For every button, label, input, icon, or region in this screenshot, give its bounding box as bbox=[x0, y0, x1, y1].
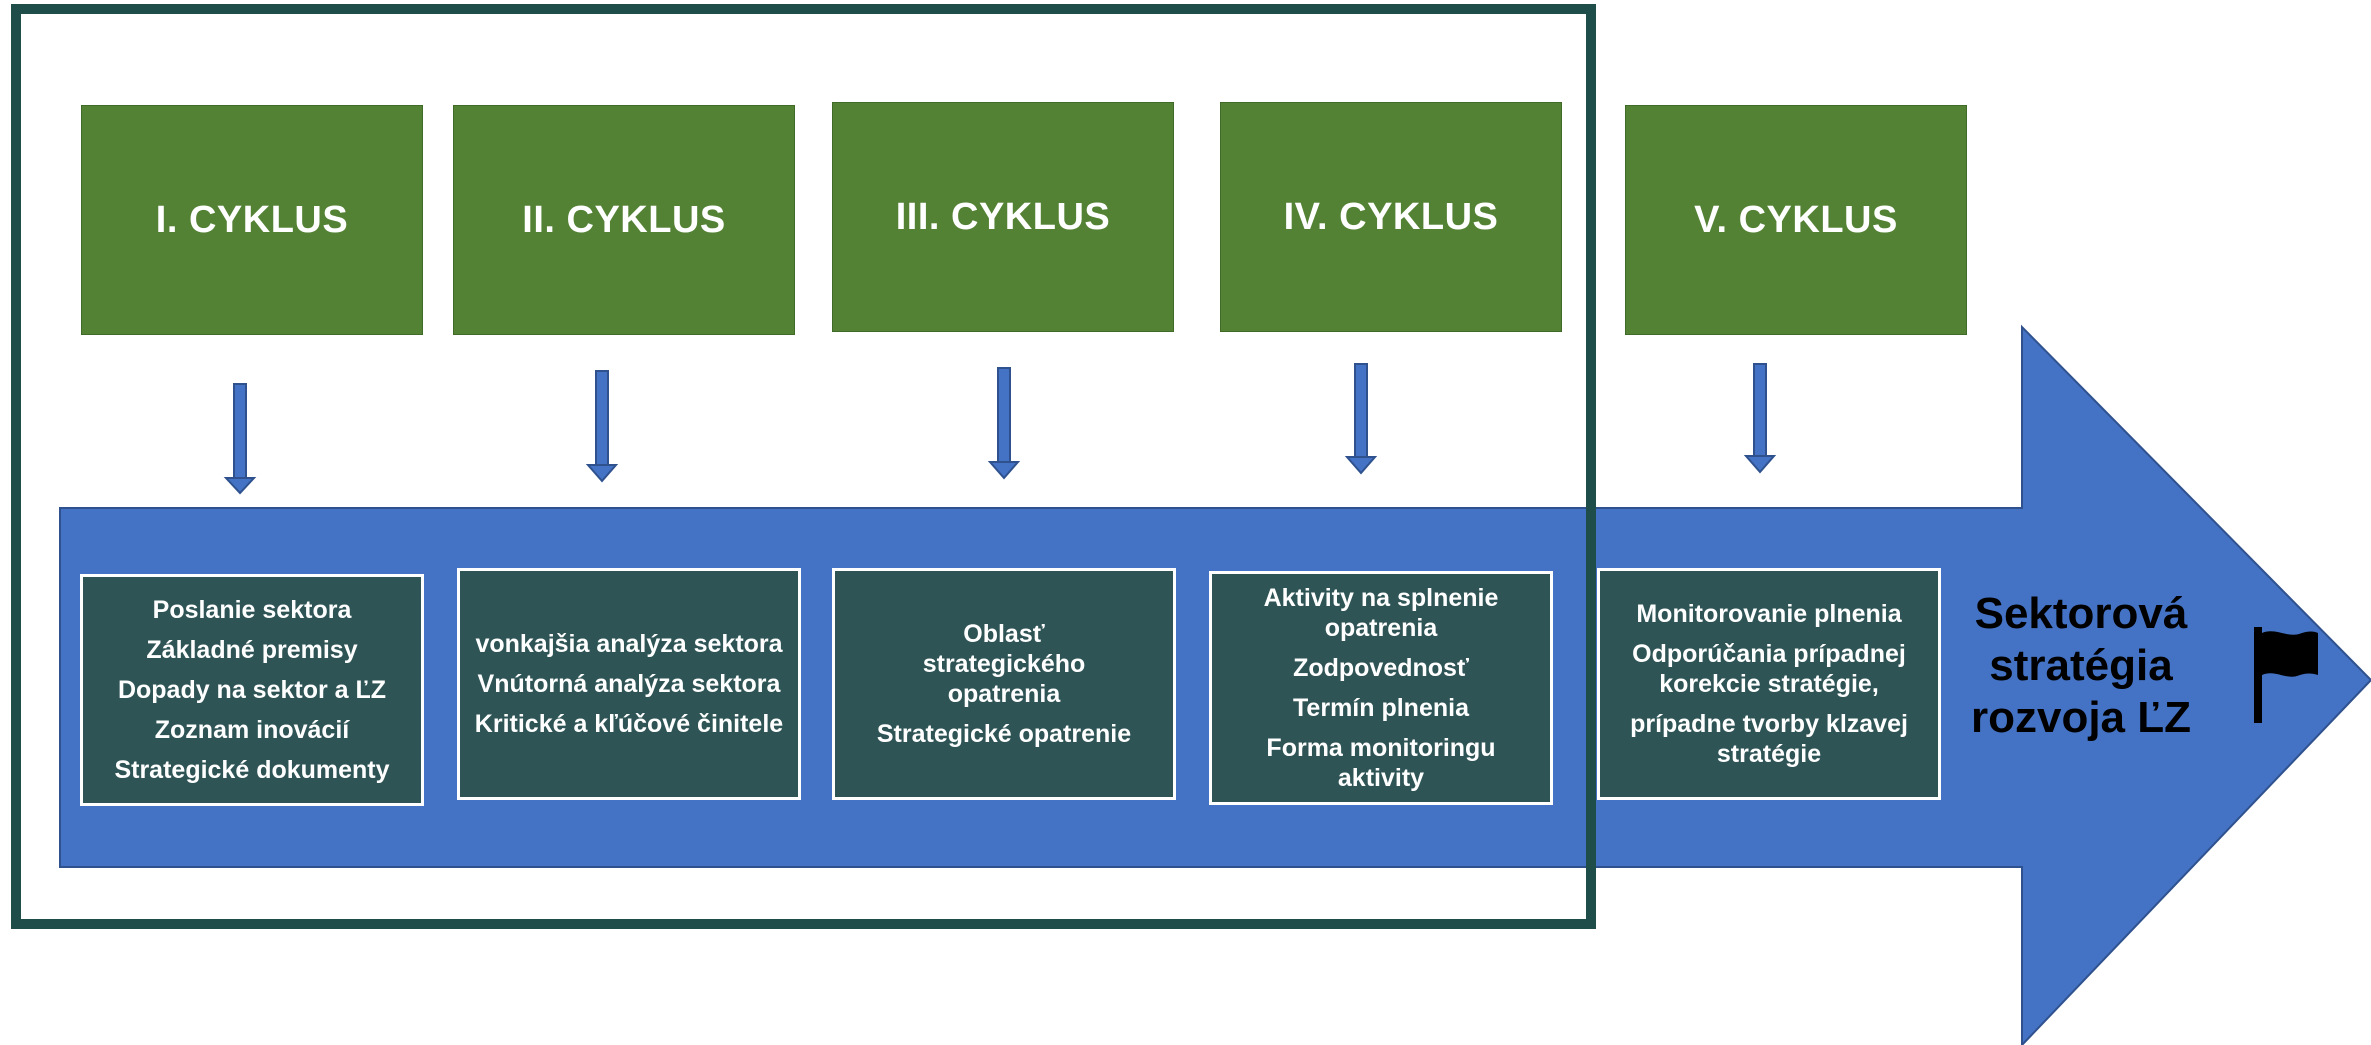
content-item: Poslanie sektora bbox=[152, 596, 352, 624]
content-item: Základné premisy bbox=[146, 636, 358, 664]
goal-label: Sektorová stratégia rozvoja ĽZ bbox=[1955, 588, 2207, 744]
content-item: Termín plnenia bbox=[1293, 694, 1469, 722]
content-item: Strategické dokumenty bbox=[114, 756, 390, 784]
content-item: Dopady na sektor a ĽZ bbox=[117, 676, 387, 704]
content-item: Vnútorná analýza sektora bbox=[477, 670, 781, 698]
flag-icon bbox=[2254, 627, 2318, 723]
cycles-frame bbox=[11, 4, 1596, 929]
down-arrows bbox=[223, 363, 1777, 495]
cycle-header-3: III. CYKLUS bbox=[832, 102, 1174, 332]
content-item: Aktivity na splnenie opatrenia bbox=[1263, 584, 1499, 642]
content-item: Zodpovednosť bbox=[1293, 654, 1469, 682]
cycle-header-1: I. CYKLUS bbox=[81, 105, 423, 335]
goal-line: rozvoja ĽZ bbox=[1970, 693, 2192, 742]
cycle-content-4: Aktivity na splnenie opatrenia Zodpovedn… bbox=[1209, 571, 1553, 805]
goal-line: Sektorová bbox=[1974, 589, 2188, 638]
cycle-header-2: II. CYKLUS bbox=[453, 105, 795, 335]
content-item: Zoznam inovácií bbox=[154, 716, 350, 744]
content-item: Oblasť strategického opatrenia bbox=[922, 620, 1086, 708]
cycle-header-5: V. CYKLUS bbox=[1625, 105, 1967, 335]
content-item: Kritické a kľúčové činitele bbox=[474, 710, 784, 738]
cycle-label: IV. CYKLUS bbox=[1283, 195, 1499, 238]
down-arrow-icon bbox=[1743, 363, 1777, 474]
content-item: Strategické opatrenie bbox=[876, 720, 1132, 748]
cycle-content-1: Poslanie sektora Základné premisy Dopady… bbox=[80, 574, 424, 806]
content-item: Forma monitoringu aktivity bbox=[1266, 734, 1496, 792]
content-item: vonkajšia analýza sektora bbox=[475, 630, 783, 658]
cycle-label: II. CYKLUS bbox=[522, 198, 726, 241]
content-item: prípadne tvorby klzavej stratégie bbox=[1630, 710, 1908, 768]
content-item: Monitorovanie plnenia bbox=[1636, 600, 1902, 628]
down-arrow-icon bbox=[987, 367, 1021, 480]
cycle-content-3: Oblasť strategického opatrenia Strategic… bbox=[832, 568, 1176, 800]
cycle-label: I. CYKLUS bbox=[155, 198, 349, 241]
cycle-content-5: Monitorovanie plnenia Odporúčania prípad… bbox=[1597, 568, 1941, 800]
goal-line: stratégia bbox=[1989, 641, 2173, 690]
down-arrow-icon bbox=[1344, 363, 1378, 475]
cycle-label: III. CYKLUS bbox=[895, 195, 1111, 238]
down-arrow-icon bbox=[223, 383, 257, 495]
cycle-content-2: vonkajšia analýza sektora Vnútorná analý… bbox=[457, 568, 801, 800]
content-item: Odporúčania prípadnej korekcie stratégie… bbox=[1632, 640, 1906, 698]
cycle-label: V. CYKLUS bbox=[1694, 198, 1898, 241]
cycle-header-4: IV. CYKLUS bbox=[1220, 102, 1562, 332]
down-arrow-icon bbox=[585, 370, 619, 483]
